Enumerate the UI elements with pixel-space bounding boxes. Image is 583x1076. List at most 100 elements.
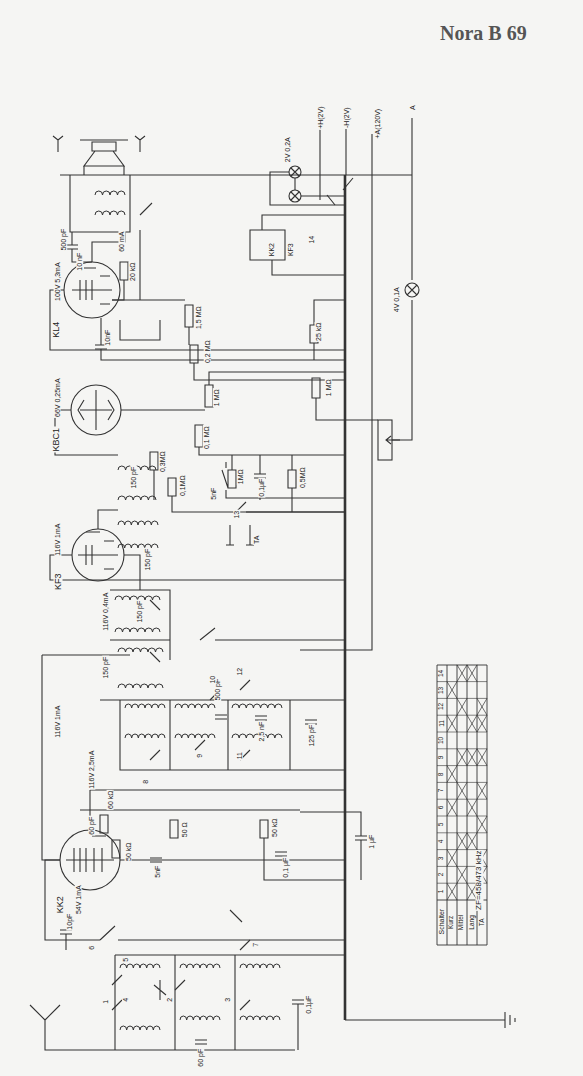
part-label: 1MΩ bbox=[236, 468, 243, 485]
part-label: Lang bbox=[469, 914, 476, 930]
part-label: 500 pF bbox=[60, 228, 67, 252]
stroke bbox=[180, 1016, 220, 1020]
part-label: 60 pF bbox=[197, 1048, 204, 1068]
part-label: 10 nF bbox=[76, 252, 83, 272]
stroke bbox=[477, 749, 487, 766]
part-label: 14 bbox=[308, 235, 315, 245]
part-label: 1 MΩ bbox=[212, 389, 219, 408]
part-label: +A(120V) bbox=[374, 108, 381, 140]
part-label: 5 bbox=[439, 822, 446, 828]
part-label: 5nF bbox=[154, 865, 161, 879]
stroke bbox=[240, 1016, 280, 1020]
part-label: 4V 0,1A bbox=[392, 287, 399, 314]
part-label: 125 pF bbox=[308, 724, 315, 748]
part-label: 7 bbox=[252, 942, 259, 948]
part-label: KBC1 bbox=[52, 427, 61, 453]
part-label: 54V 1mA bbox=[74, 885, 81, 916]
part-label: 14 bbox=[439, 669, 446, 678]
stroke bbox=[437, 732, 487, 733]
part-label: 1 bbox=[102, 999, 109, 1005]
part-label: 50 Ω bbox=[180, 821, 187, 838]
part-label: 150 pF bbox=[102, 656, 109, 680]
part-label: KF3 bbox=[53, 573, 62, 592]
wiring bbox=[30, 118, 515, 1050]
part-label: ZF=458/473 kHz bbox=[476, 849, 484, 910]
part-label: 6 bbox=[88, 945, 95, 951]
stroke bbox=[437, 698, 487, 699]
part-label: 0,1µF bbox=[258, 478, 265, 498]
part-label: A bbox=[408, 105, 415, 112]
part-label: 0,1 MΩ bbox=[202, 426, 209, 451]
part-label: 1,5 MΩ bbox=[194, 306, 201, 331]
part-label: 12 bbox=[236, 667, 243, 677]
stroke bbox=[447, 715, 457, 732]
part-label: 0,1MΩ bbox=[178, 475, 185, 498]
stroke bbox=[437, 748, 487, 749]
stroke bbox=[115, 628, 160, 632]
part-label: 5 bbox=[122, 957, 129, 963]
part-label: 13 bbox=[233, 510, 240, 520]
part-label: 6 bbox=[439, 805, 446, 811]
stroke bbox=[118, 648, 163, 652]
part-label: KL4 bbox=[52, 321, 61, 339]
part-label: 8 bbox=[439, 771, 446, 777]
part-label: 50 kΩ bbox=[270, 818, 277, 838]
part-label: 50 kΩ bbox=[124, 842, 131, 862]
stroke bbox=[232, 734, 282, 738]
part-label: 116V 0,4mA bbox=[102, 592, 109, 632]
stroke bbox=[437, 765, 487, 766]
stroke bbox=[175, 734, 215, 738]
part-label: 25 kΩ bbox=[314, 322, 321, 342]
part-label: 1 bbox=[439, 889, 446, 895]
part-label: 60 mA bbox=[118, 231, 125, 253]
part-label: KK2 bbox=[268, 242, 275, 257]
stroke bbox=[467, 665, 477, 682]
stroke bbox=[240, 964, 280, 968]
part-label: 0,1 µF bbox=[282, 857, 289, 879]
part-label: 150 pF bbox=[130, 466, 137, 490]
part-label: +H(2V) bbox=[316, 106, 323, 130]
title: Nora B 69 bbox=[440, 22, 527, 45]
stroke bbox=[467, 833, 477, 850]
stroke bbox=[437, 832, 487, 833]
part-label: 2 bbox=[439, 872, 446, 878]
part-label: 60 kΩ bbox=[106, 790, 113, 810]
part-label: 0,2 MΩ bbox=[203, 340, 210, 365]
part-label: Schalter bbox=[438, 908, 445, 936]
part-label: 4 bbox=[122, 997, 129, 1003]
stroke bbox=[467, 715, 477, 732]
part-label: 12 bbox=[439, 702, 446, 711]
part-label: 150 pF bbox=[144, 548, 151, 572]
stroke bbox=[125, 704, 165, 708]
stroke bbox=[477, 782, 487, 799]
stroke bbox=[118, 684, 163, 688]
part-label: 2 bbox=[166, 997, 173, 1003]
stroke bbox=[457, 698, 467, 715]
part-label: 9 bbox=[439, 754, 446, 760]
part-label: 7 bbox=[439, 788, 446, 794]
stroke bbox=[125, 734, 165, 738]
part-label: KF3 bbox=[286, 243, 293, 258]
part-label: 9 bbox=[196, 753, 203, 759]
stroke bbox=[467, 749, 477, 766]
part-label: Kurz bbox=[449, 914, 456, 929]
stroke bbox=[447, 682, 457, 699]
part-label: TA bbox=[479, 917, 486, 927]
part-label: 100V 5,3mA bbox=[53, 262, 60, 303]
part-label: 3 bbox=[439, 855, 446, 861]
stroke bbox=[447, 766, 457, 783]
part-label: 8 bbox=[142, 779, 149, 785]
stroke bbox=[437, 816, 487, 817]
stroke bbox=[457, 665, 467, 682]
part-label: 1 MΩ bbox=[324, 379, 331, 398]
stroke bbox=[457, 866, 467, 883]
stroke bbox=[477, 698, 487, 715]
stroke bbox=[437, 782, 487, 783]
part-label: -H(2V) bbox=[342, 107, 349, 130]
stroke bbox=[447, 799, 457, 816]
part-label: 150 pF bbox=[136, 600, 143, 624]
part-label: 116V 1mA bbox=[54, 705, 61, 739]
part-label: 10pF bbox=[66, 913, 73, 931]
